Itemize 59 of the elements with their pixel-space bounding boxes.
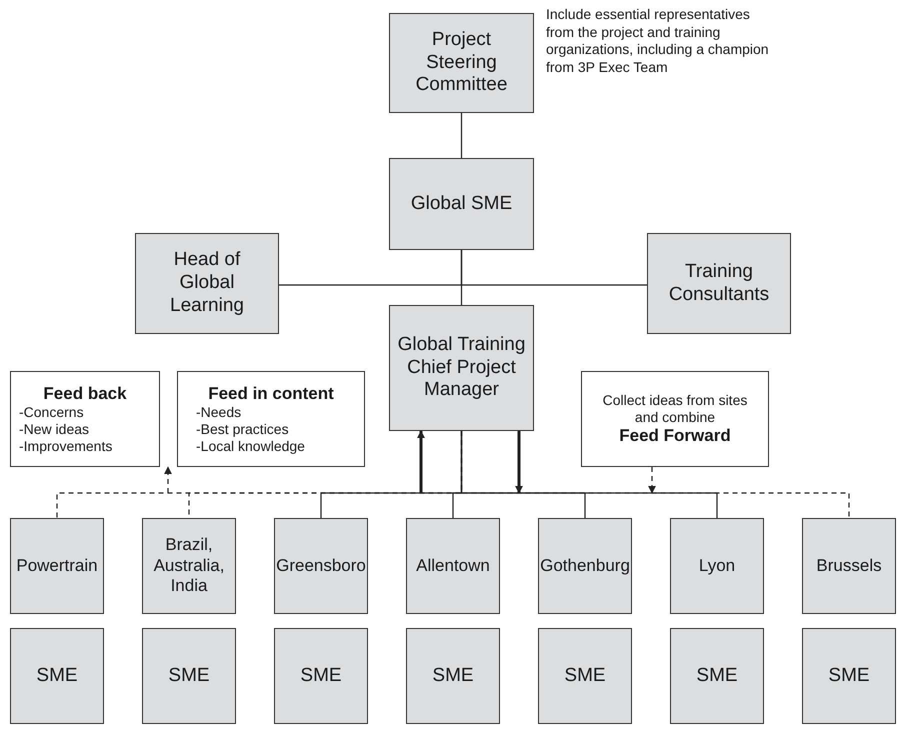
note-heading: Feed Forward — [618, 426, 732, 446]
org-box — [274, 518, 368, 614]
org-box — [538, 518, 632, 614]
annotation-text: Include essential representatives from the project and training organizations, including a champion from 3P Exec Team — [546, 6, 770, 76]
note-text: -Concerns — [19, 404, 85, 421]
box-label: Allentown — [416, 556, 490, 576]
org-box — [10, 518, 104, 614]
note-text: -Improvements — [19, 438, 114, 454]
note-heading: Feed in content — [207, 384, 335, 404]
box-label: SME — [696, 664, 738, 688]
note-text: Collect ideas from sites and combine — [602, 392, 748, 426]
box-label: SME — [168, 664, 210, 688]
box-label: Head of Global Learning — [169, 249, 245, 318]
org-box — [10, 628, 104, 724]
org-box — [538, 628, 632, 724]
box-label: SME — [828, 664, 870, 688]
box-label: SME — [564, 664, 606, 688]
org-box — [135, 233, 279, 334]
note-box — [177, 371, 365, 467]
org-box — [670, 628, 764, 724]
box-label: Powertrain — [16, 556, 98, 576]
note-heading: Feed back — [42, 384, 128, 404]
arrow — [164, 466, 172, 493]
box-label: Global Training Chief Project Manager — [396, 334, 526, 402]
note-box — [10, 371, 160, 467]
box-label: SME — [300, 664, 342, 688]
box-label: SME — [432, 664, 474, 688]
box-label: Training Consultants — [668, 260, 770, 306]
note-text: -New ideas — [19, 420, 90, 438]
arrow — [417, 430, 425, 493]
note-text: -Needs — [195, 404, 242, 421]
box-label: Global SME — [410, 192, 512, 216]
org-box — [406, 518, 500, 614]
org-box — [647, 233, 791, 334]
note-text: -Local knowledge — [195, 438, 306, 454]
connector-line — [460, 113, 462, 158]
org-box — [389, 13, 534, 113]
org-box — [274, 628, 368, 724]
box-label: Brazil, Australia, India — [152, 535, 226, 597]
org-box — [406, 628, 500, 724]
note-box — [581, 371, 769, 467]
box-label: SME — [36, 664, 78, 688]
box-label: Greensboro — [276, 556, 366, 576]
org-box — [802, 518, 896, 614]
box-label: Brussels — [816, 556, 882, 576]
box-label: Lyon — [698, 556, 736, 576]
connector-line — [460, 250, 462, 305]
org-box — [389, 305, 534, 431]
arrow — [648, 467, 656, 494]
note-text: -Best practices — [195, 420, 290, 438]
org-box — [670, 518, 764, 614]
org-box — [802, 628, 896, 724]
org-box — [142, 628, 236, 724]
connector-line — [460, 431, 850, 518]
arrow — [515, 431, 523, 494]
org-box — [142, 518, 236, 614]
org-box — [389, 158, 534, 250]
box-label: Project Steering Committee — [414, 28, 508, 98]
box-label: Gothenburg — [540, 556, 630, 576]
